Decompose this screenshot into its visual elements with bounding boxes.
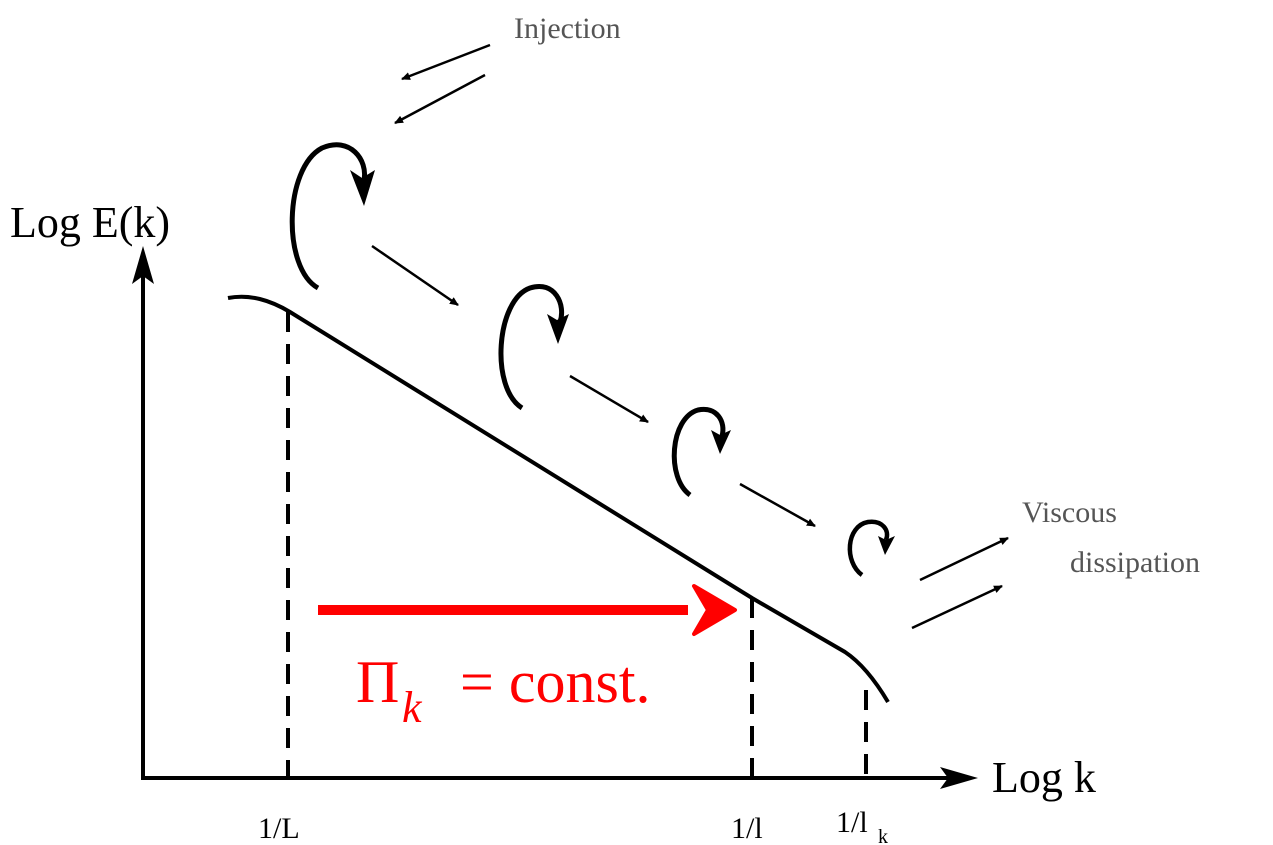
y-axis-label: Log E(k) xyxy=(10,198,170,247)
injection-arrow-icon xyxy=(394,73,486,125)
tick-label-kolmogorov-scale: 1/l k xyxy=(836,806,888,845)
tick-label-large-scale: 1/L xyxy=(258,812,300,845)
flux-equals-const: = const. xyxy=(460,649,651,715)
injection-arrow-icon xyxy=(401,43,491,81)
eddy-icon-large xyxy=(289,142,375,291)
x-axis-arrowhead xyxy=(940,767,978,789)
flux-subscript: k xyxy=(402,683,423,732)
tick-label-kolmogorov-base: 1/l xyxy=(836,806,868,839)
dissipation-arrow-icon xyxy=(919,536,1009,582)
dissipation-label: dissipation xyxy=(1070,546,1200,579)
tick-label-small-scale: 1/l xyxy=(731,812,763,845)
energy-spectrum-curve xyxy=(227,294,890,704)
eddy-icon-medium xyxy=(498,284,569,411)
cascade-arrow-icon xyxy=(569,374,649,424)
flux-equation: Π k = const. xyxy=(356,649,651,732)
flux-arrow-head-icon xyxy=(692,584,737,636)
injection-label: Injection xyxy=(514,12,621,45)
eddy-icon-smallest xyxy=(847,519,895,577)
eddy-icon-small xyxy=(671,406,731,498)
dissipation-arrow-icon xyxy=(911,584,1003,630)
cascade-arrow-icon xyxy=(371,244,459,307)
tick-label-kolmogorov-sub: k xyxy=(878,826,888,845)
y-axis-arrowhead xyxy=(132,246,154,284)
cascade-arrow-icon xyxy=(739,482,816,528)
x-axis-label: Log k xyxy=(992,753,1096,802)
viscous-label: Viscous xyxy=(1022,496,1117,529)
flux-symbol: Π xyxy=(356,649,399,715)
